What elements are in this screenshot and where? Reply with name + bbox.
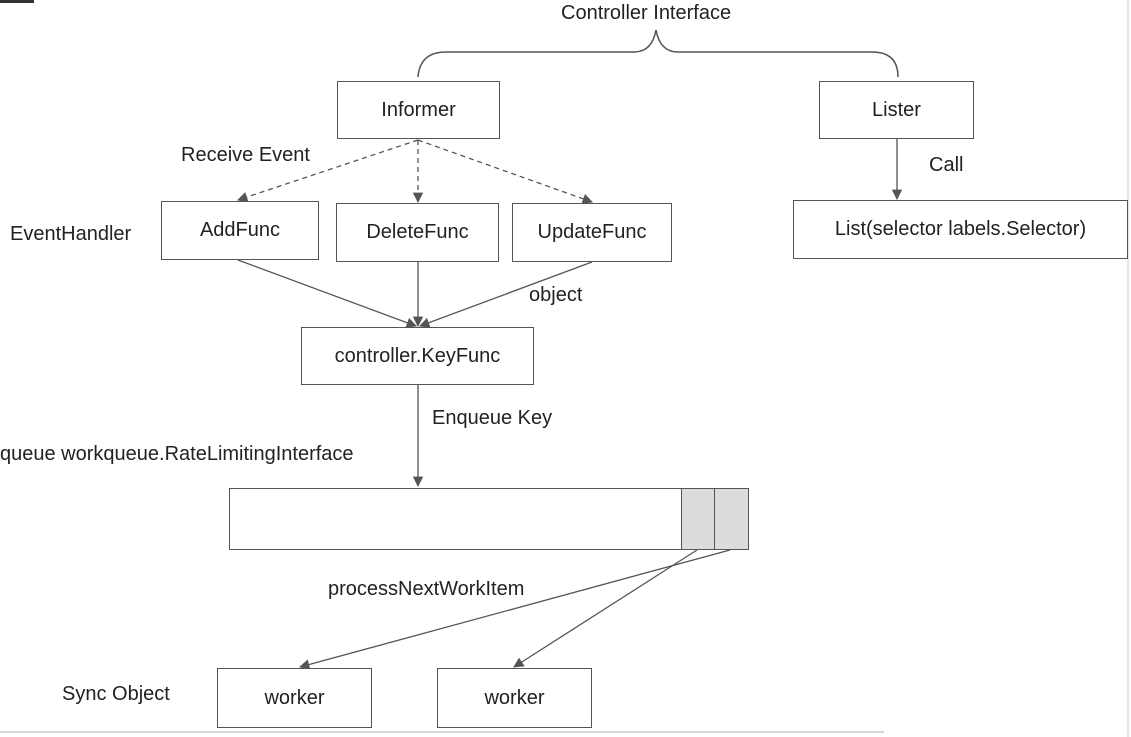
arrow-informer-addfunc: [237, 139, 419, 202]
corner-mark: [0, 0, 34, 3]
list-call-box: List(selector labels.Selector): [793, 200, 1128, 259]
deletefunc-box: DeleteFunc: [336, 203, 499, 262]
updatefunc-label: UpdateFunc: [537, 221, 647, 243]
arrow-addfunc-keyfunc: [237, 259, 417, 328]
deletefunc-label: DeleteFunc: [366, 221, 469, 243]
keyfunc-label: controller.KeyFunc: [334, 344, 501, 367]
keyfunc-box: controller.KeyFunc: [301, 327, 534, 385]
arrow-slot2-worker1: [298, 549, 731, 670]
queue-item-slot: [681, 488, 715, 550]
worker-label: worker: [484, 686, 545, 709]
process-next-work-item-label: processNextWorkItem: [328, 578, 525, 600]
list-call-label: List(selector labels.Selector): [834, 218, 1087, 240]
object-label: object: [529, 284, 583, 306]
worker-box: worker: [437, 668, 592, 728]
informer-box: Informer: [337, 81, 500, 139]
informer-label: Informer: [381, 98, 456, 121]
lister-label: Lister: [872, 98, 921, 121]
worker-box: worker: [217, 668, 372, 728]
arrow-updatefunc-keyfunc: [419, 261, 593, 328]
addfunc-box: AddFunc: [161, 201, 319, 260]
queue-label: queue workqueue.RateLimitingInterface: [0, 443, 354, 465]
call-label: Call: [929, 154, 964, 176]
bottom-rule: [0, 731, 884, 733]
arrow-slot1-worker2: [513, 549, 698, 668]
controller-interface-brace: [417, 29, 899, 78]
queue-item-slot: [714, 488, 749, 550]
updatefunc-box: UpdateFunc: [512, 203, 672, 262]
workqueue-bar: [229, 488, 749, 550]
right-rule: [1127, 0, 1129, 737]
worker-label: worker: [264, 686, 325, 709]
lister-box: Lister: [819, 81, 974, 139]
event-handler-label: EventHandler: [10, 223, 132, 245]
enqueue-key-label: Enqueue Key: [432, 407, 553, 429]
receive-event-label: Receive Event: [181, 144, 310, 166]
sync-object-label: Sync Object: [62, 683, 170, 705]
controller-interface-title: Controller Interface: [561, 2, 732, 24]
arrow-informer-updatefunc: [417, 139, 593, 204]
addfunc-label: AddFunc: [199, 219, 281, 241]
